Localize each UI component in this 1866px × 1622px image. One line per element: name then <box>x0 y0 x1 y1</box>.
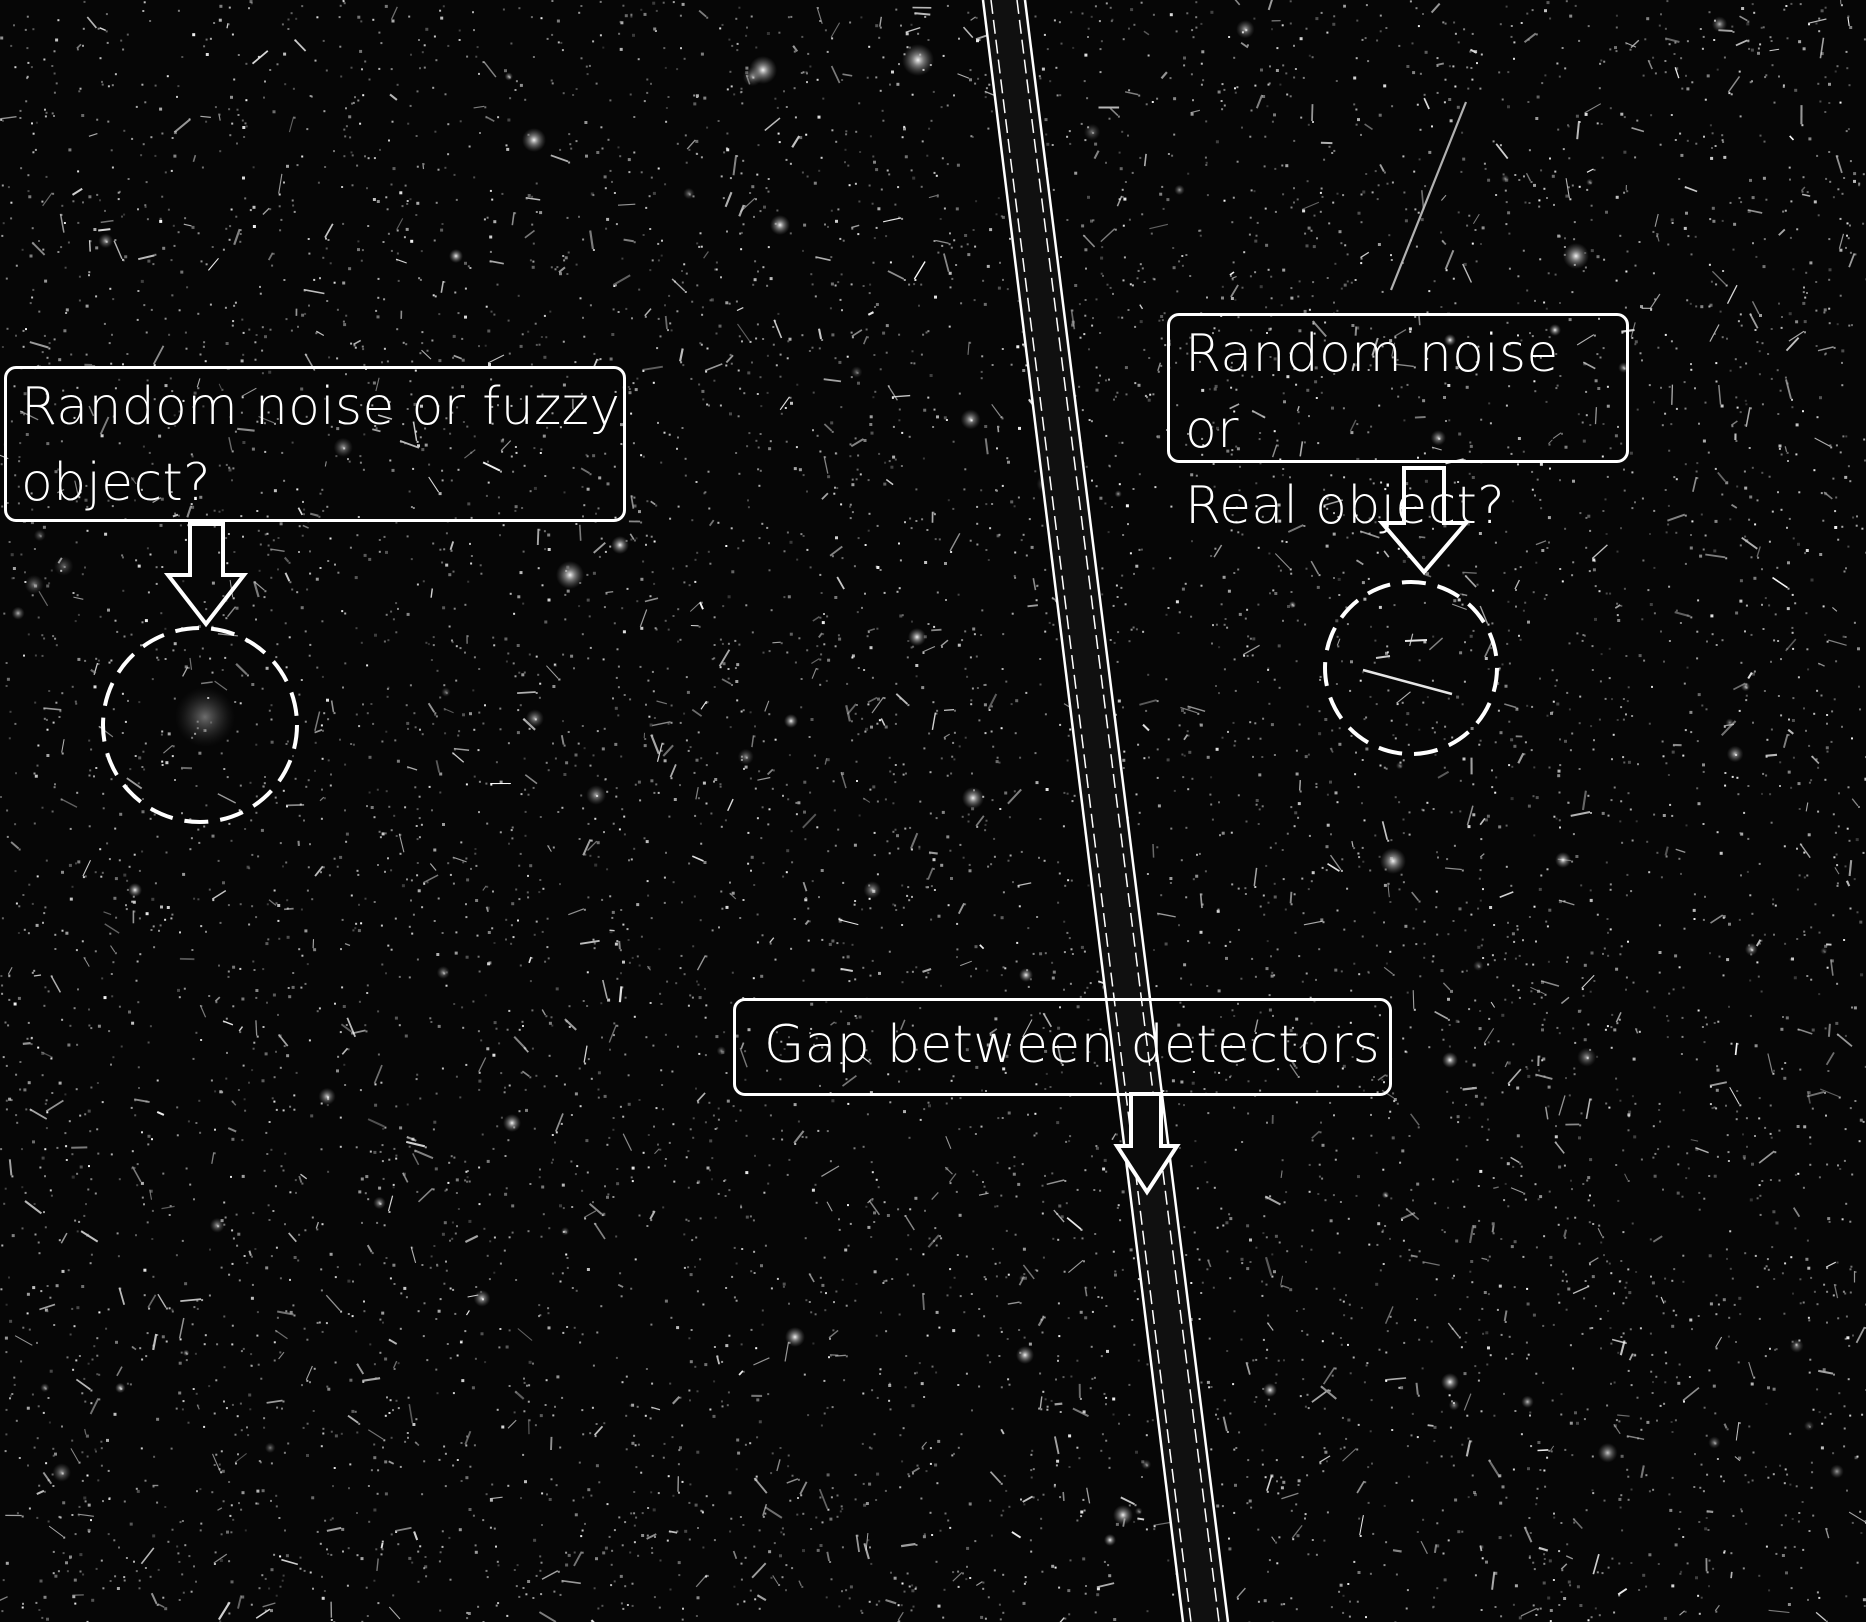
callout-real-object: Random noise or Real object? <box>1167 313 1629 536</box>
detector-gap-band <box>983 0 1228 1622</box>
fuzzy-object <box>175 687 235 747</box>
satellite-trail <box>1389 101 1468 291</box>
streak-in-circle-long <box>1362 668 1453 696</box>
streak-in-circle-short <box>1404 639 1428 642</box>
arrow-down-icon <box>1377 466 1471 576</box>
bright-sources <box>11 16 1844 1546</box>
streak-in-circle-small <box>1375 655 1391 659</box>
callout-detector-gap: Gap between detectors <box>733 998 1392 1096</box>
callout-fuzzy-object: Random noise or fuzzy object? <box>4 366 626 522</box>
gap-edge-right-outer <box>1023 0 1230 1622</box>
dashed-circle-right <box>1323 580 1499 756</box>
arrow-down-icon <box>163 522 249 628</box>
dashed-circle-left <box>101 626 299 824</box>
gap-edge-left-inner <box>990 0 1192 1622</box>
gap-edge-left-outer <box>981 0 1185 1622</box>
arrow-down-icon <box>1113 1092 1181 1196</box>
gap-edge-right-inner <box>1016 0 1220 1622</box>
